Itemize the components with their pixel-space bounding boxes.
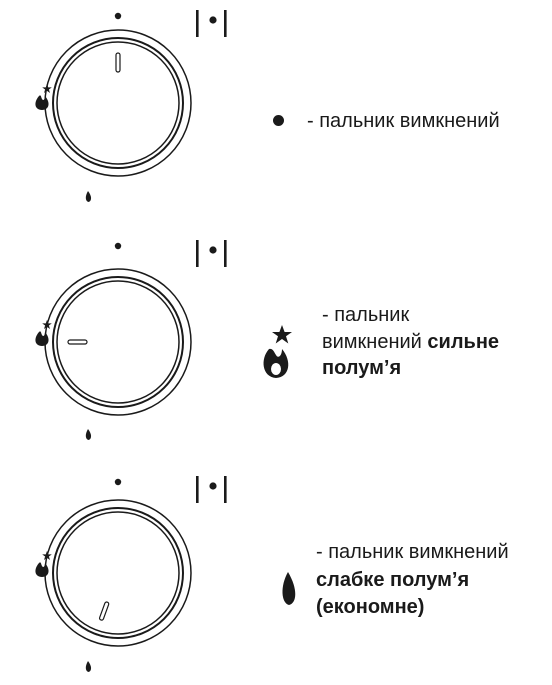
knob-block-off: - пальник вимкнений xyxy=(0,0,552,225)
low-flame-marker-icon xyxy=(85,429,92,440)
knob-inner-ring xyxy=(56,280,180,404)
knob-indicator xyxy=(115,52,121,73)
pilot-symbol xyxy=(196,240,227,267)
knob-indicator xyxy=(67,339,88,345)
high-flame-marker-icon xyxy=(35,84,52,110)
knob-inner-ring xyxy=(56,511,180,635)
knob-indicator xyxy=(98,601,110,621)
legend-low-line-1: - пальник вимкнений xyxy=(316,541,509,563)
knob-diagram-off xyxy=(35,10,227,202)
knob-diagram-low xyxy=(35,476,227,672)
small-flame-icon xyxy=(282,572,296,605)
knob-ring xyxy=(52,507,184,639)
off-dot-marker xyxy=(114,12,122,20)
legend-off-line-1: - пальник вимкнений xyxy=(307,110,500,132)
knob-outer-ring xyxy=(44,29,192,177)
knob-block-low: - пальник вимкнений слабке полум’я (екон… xyxy=(0,460,552,685)
legend-low-line-3: (економне) xyxy=(316,596,425,618)
off-dot-marker xyxy=(114,242,122,250)
legend-high-line-2: вимкнений сильне xyxy=(322,331,500,353)
low-flame-marker-icon xyxy=(85,661,92,672)
pilot-symbol xyxy=(196,476,227,503)
low-flame-marker-icon xyxy=(85,191,92,202)
knob-diagram-high xyxy=(35,240,227,440)
high-flame-marker-icon xyxy=(35,320,52,346)
knob-ring xyxy=(52,276,184,408)
legend-high-line-1: - пальник xyxy=(322,304,410,326)
pilot-symbol xyxy=(196,10,227,37)
knob-outer-ring xyxy=(44,499,192,647)
flame-with-star-icon xyxy=(263,325,292,378)
off-dot-marker xyxy=(114,478,122,486)
knob-ring xyxy=(52,37,184,169)
legend-high-line-3: полум’я xyxy=(322,357,402,379)
legend-low-line-2: слабке полум’я xyxy=(316,569,470,591)
knob-block-high: - пальник вимкнений сильне полум’я xyxy=(0,230,552,455)
knob-outer-ring xyxy=(44,268,192,416)
knob-inner-ring xyxy=(56,41,180,165)
dot-off-icon xyxy=(273,115,284,126)
high-flame-marker-icon xyxy=(35,551,52,577)
